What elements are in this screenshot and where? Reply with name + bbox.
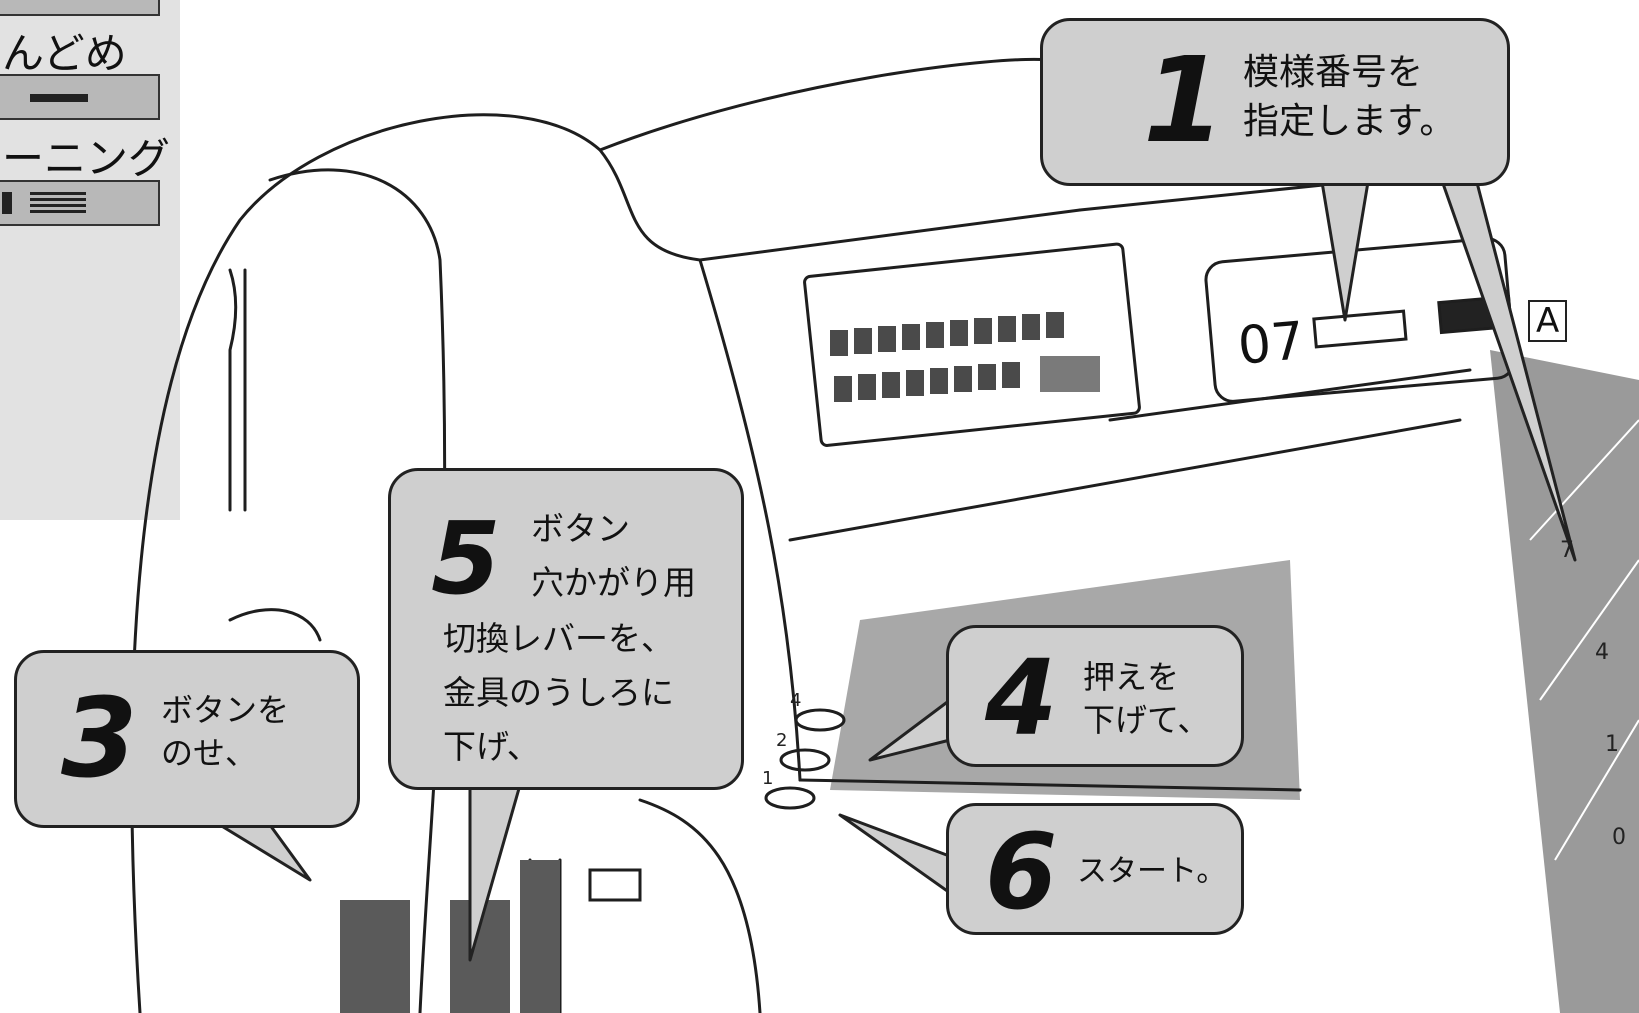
step-3-line-1: ボタンを — [161, 691, 290, 729]
legend-swatch-darning — [0, 180, 160, 226]
pattern-number-display: 07 — [1235, 311, 1307, 377]
step-number-5: 5 — [431, 500, 501, 617]
callout-step-4: 4 押えを 下げて、 — [946, 625, 1244, 767]
dial-mark-0: 0 — [1612, 825, 1626, 850]
step-number-6: 6 — [985, 811, 1058, 933]
step-number-3: 3 — [61, 674, 138, 802]
legend-swatch-satin — [0, 74, 160, 120]
callout-step-5: 5 ボタン 穴かがり用 切換レバーを、 金具のうしろに 下げ、 — [388, 468, 744, 790]
step-5-line-4: 金具のうしろに — [443, 673, 674, 712]
lever-mark-2: 2 — [776, 730, 788, 751]
callout-step-1: 1 模様番号を 指定します。 — [1040, 18, 1510, 186]
step-text-6: スタート。 — [1077, 854, 1227, 889]
legend-label-darning: ーニング — [2, 134, 171, 183]
step-5-line-1: ボタン — [531, 509, 630, 548]
darning-stitch-icon — [30, 192, 86, 214]
lever-mark-4: 4 — [790, 690, 802, 711]
dial-mark-4: 4 — [1595, 640, 1609, 665]
step-5-line-3: 切換レバーを、 — [443, 619, 674, 658]
step-number-4: 4 — [985, 637, 1058, 759]
callout-step-6: 6 スタート。 — [946, 803, 1244, 935]
legend-label-tacking: んどめ — [2, 29, 127, 78]
step-text-4: 押えを 下げて、 — [1083, 656, 1209, 742]
step-1-line-2: 指定します。 — [1243, 100, 1456, 142]
presser-foot-letter: A — [1528, 300, 1568, 342]
dial-mark-7: 7 — [1560, 538, 1574, 563]
step-5-line-5: 下げ、 — [443, 727, 540, 766]
step-text-3: ボタンを のせ、 — [161, 689, 289, 775]
legend-panel: んどめ ーニング — [0, 0, 180, 520]
step-4-line-2: 下げて、 — [1083, 701, 1210, 740]
step-1-line-1: 模様番号を — [1243, 52, 1424, 93]
step-3-line-2: のせ、 — [161, 734, 258, 773]
step-4-line-1: 押えを — [1083, 658, 1180, 696]
step-number-1: 1 — [1143, 31, 1226, 169]
darning-block-icon — [2, 192, 12, 214]
legend-swatch-top — [0, 0, 160, 16]
callout-step-3: 3 ボタンを のせ、 — [14, 650, 360, 828]
step-5-line-2: 穴かがり用 — [531, 563, 696, 602]
lever-mark-1: 1 — [762, 768, 774, 789]
dial-mark-1: 1 — [1605, 732, 1619, 757]
satin-stitch-icon — [30, 94, 88, 102]
step-text-1: 模様番号を 指定します。 — [1243, 49, 1455, 146]
